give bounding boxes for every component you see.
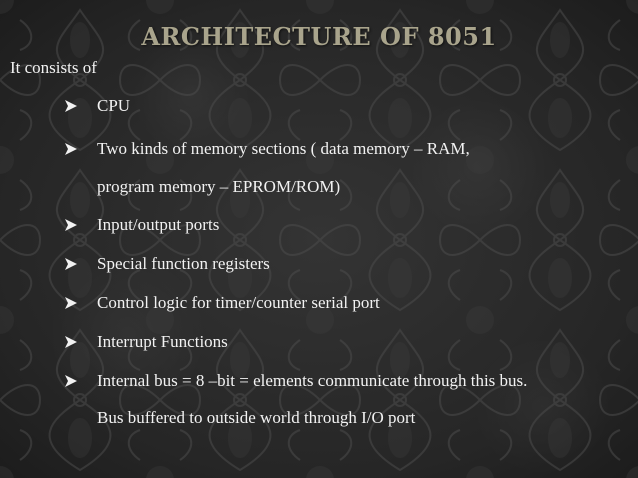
bullet-text: Internal bus = 8 –bit = elements communi… — [97, 371, 528, 390]
bullet-text: CPU — [97, 96, 131, 115]
bullet-text: Interrupt Functions — [97, 332, 228, 351]
arrowhead-bullet-icon — [65, 258, 77, 270]
bullet-continuation-internal-bus: Bus buffered to outside world through I/… — [97, 408, 416, 427]
bullet-text: Two kinds of memory sections ( data memo… — [97, 139, 470, 158]
bullet-text: Input/output ports — [97, 215, 220, 234]
arrowhead-bullet-icon — [65, 297, 77, 309]
arrowhead-bullet-icon — [65, 219, 77, 231]
arrowhead-bullet-icon — [65, 375, 77, 387]
arrowhead-bullet-icon — [65, 143, 77, 155]
intro-text: It consists of — [10, 58, 97, 77]
bullet-text: Control logic for timer/counter serial p… — [97, 293, 380, 312]
arrowhead-bullet-icon — [65, 100, 77, 112]
bullet-continuation-memory: program memory – EPROM/ROM) — [97, 177, 341, 196]
bullet-text: Special function registers — [97, 254, 270, 273]
arrowhead-bullet-icon — [65, 336, 77, 348]
slide-title: ARCHITECTURE OF 8051 — [141, 22, 497, 51]
